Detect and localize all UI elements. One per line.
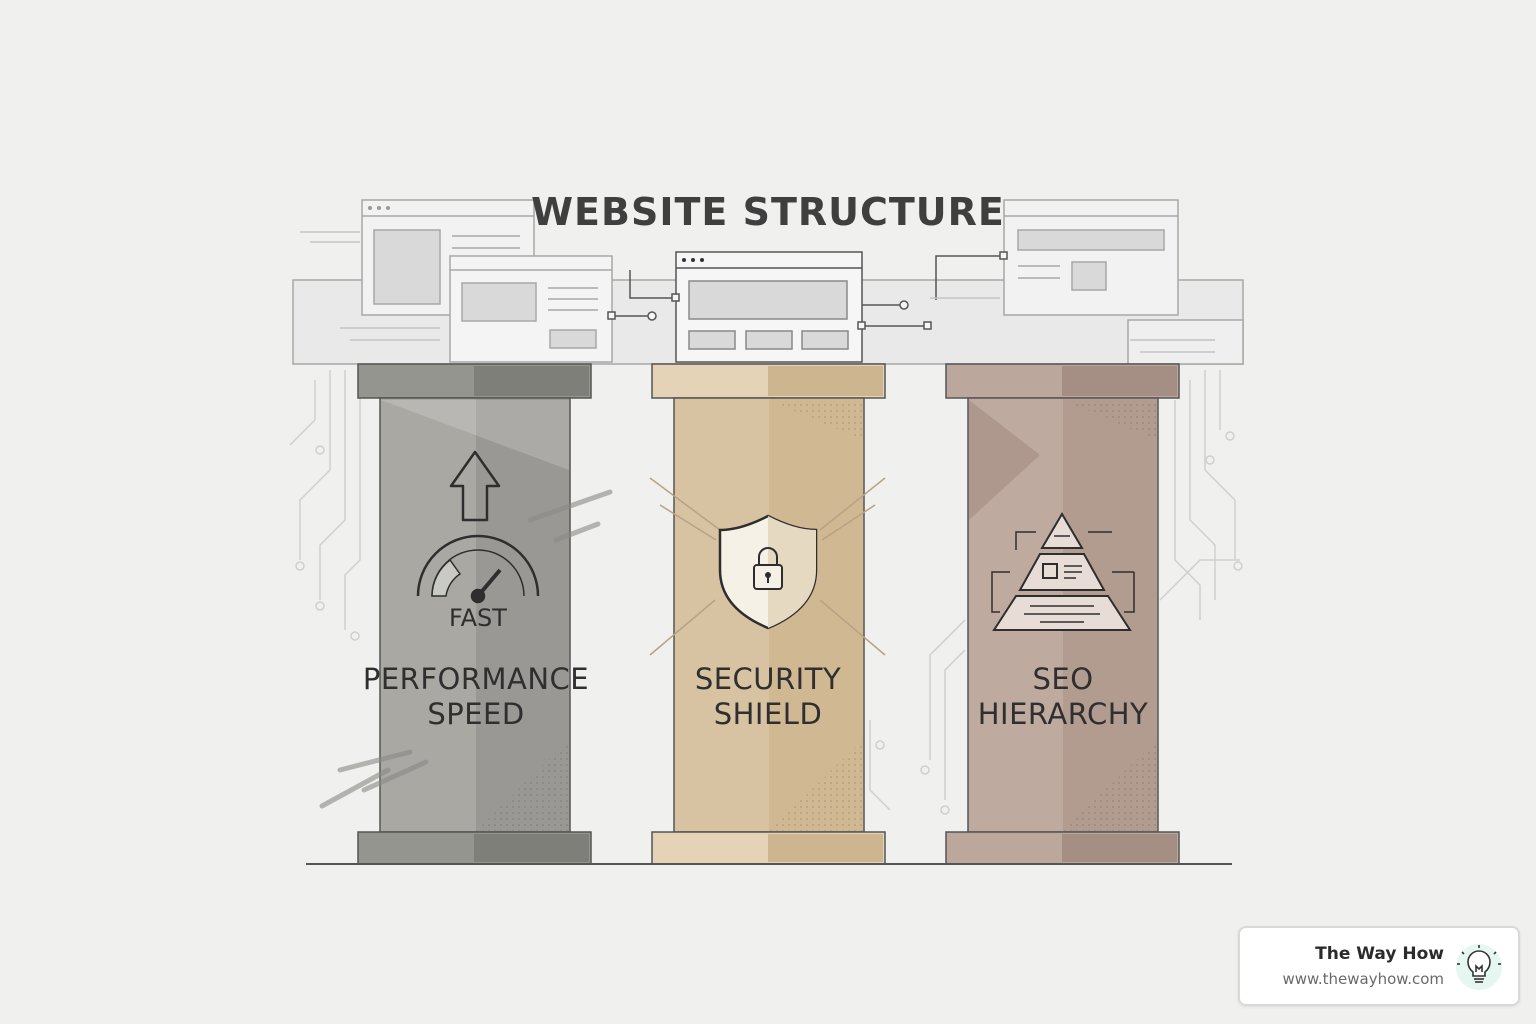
up-arrow-icon [449,450,501,522]
pyramid-hierarchy-icon [991,512,1135,631]
wireframe-window-right [1003,199,1179,316]
brand-card[interactable]: The Way How www.thewayhow.com [1238,926,1520,1006]
pillar-performance-label: PERFORMANCE SPEED [326,662,626,732]
lightbulb-icon [1456,944,1502,990]
pillar-security [649,363,886,865]
shield-lock-icon [718,514,818,630]
pillar-security-line2: SHIELD [713,697,823,731]
pillar-seo-line1: SEO [1032,662,1094,696]
website-wireframes [292,199,1244,365]
pillar-performance-line2: SPEED [427,697,525,731]
pillar-seo-label: SEO HIERARCHY [913,662,1213,732]
circuit-traces [289,370,1243,815]
pillar-performance [319,363,613,865]
speedometer-icon [416,534,540,604]
pillar-security-label: SECURITY SHIELD [618,662,918,732]
brand-name: The Way How [1315,944,1444,964]
pillar-security-line1: SECURITY [694,662,842,696]
wireframe-window-left-front [449,255,613,363]
pillar-performance-line1: PERFORMANCE [362,662,590,696]
speed-badge-text: FAST [449,604,507,632]
wireframe-window-center [675,251,863,363]
pillar-seo [945,363,1180,865]
brand-url[interactable]: www.thewayhow.com [1282,970,1444,988]
diagram-title: WEBSITE STRUCTURE [531,190,1005,234]
pillar-seo-line2: HIERARCHY [977,697,1149,731]
